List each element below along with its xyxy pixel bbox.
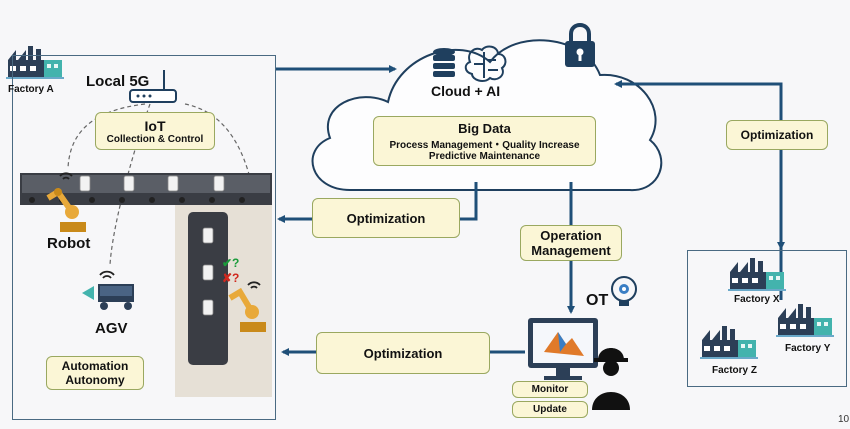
factory-x-label: Factory X (734, 294, 780, 305)
ot-label: OT (586, 292, 609, 309)
update-box: Update (512, 401, 588, 418)
automation-line2: Autonomy (65, 373, 125, 387)
remote-factories-panel (687, 250, 847, 387)
worker-icon (592, 348, 630, 410)
monitor-box: Monitor (512, 381, 588, 398)
iot-title: IoT (144, 117, 166, 134)
wifi-icon (59, 172, 261, 289)
operation-management-box: Operation Management (520, 225, 622, 261)
operation-line1: Operation (540, 228, 602, 243)
factory-z-label: Factory Z (712, 365, 758, 376)
big-data-title: Big Data (458, 120, 511, 136)
iot-box: IoT Collection & Control (95, 112, 215, 150)
robot-arm-icon (46, 187, 86, 232)
database-icon (433, 48, 455, 77)
conveyor-belt (20, 173, 272, 397)
big-data-line1: Process Management・Quality Increase (389, 139, 580, 151)
factory-y-label: Factory Y (785, 343, 831, 354)
check-ng-mark: ✘? (222, 271, 240, 285)
operation-line2: Management (531, 243, 611, 258)
iot-subtitle: Collection & Control (106, 133, 204, 145)
automation-line1: Automation (61, 359, 129, 373)
agv-icon (82, 284, 134, 310)
product-bottles (79, 175, 225, 316)
robot-label: Robot (47, 235, 91, 252)
page-number: 10 (838, 414, 850, 425)
robot-arm-2-icon (228, 287, 266, 332)
factory-a-panel (12, 55, 276, 420)
factory-a-label: Factory A (8, 84, 54, 95)
monitor-icon (528, 318, 598, 380)
big-data-box: Big Data Process Management・Quality Incr… (373, 116, 596, 166)
local-5g-label: Local 5G (86, 73, 150, 90)
lock-icon (565, 23, 595, 67)
check-ok-mark: ✔? (222, 256, 240, 270)
agv-label: AGV (95, 320, 128, 337)
brain-icon (464, 45, 507, 82)
router-icon (129, 70, 177, 103)
optimization-middle-box: Optimization (312, 198, 460, 238)
lightbulb-gear-icon (611, 276, 637, 306)
automation-box: Automation Autonomy (46, 356, 144, 390)
big-data-line2: Predictive Maintenance (428, 150, 541, 162)
optimization-top-box: Optimization (726, 120, 828, 150)
optimization-bottom-box: Optimization (316, 332, 490, 374)
cloud-ai-label: Cloud + AI (431, 83, 501, 99)
